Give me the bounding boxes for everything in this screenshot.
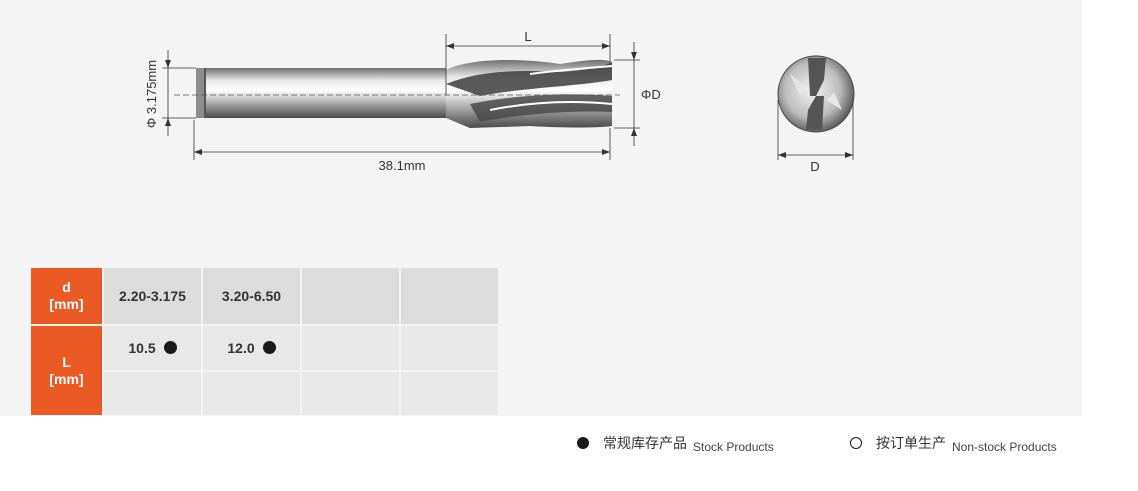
l-value: 10.5 bbox=[128, 340, 156, 356]
overall-dimension: 38.1mm bbox=[193, 120, 611, 173]
legend-nonstock-en: Non-stock Products bbox=[952, 440, 1057, 454]
length-label: L bbox=[524, 29, 531, 44]
stock-dot-icon bbox=[163, 341, 177, 354]
l-value-cell bbox=[399, 324, 498, 370]
d-range-cell: 2.20-3.175 bbox=[102, 268, 201, 324]
l-header-unit: [mm] bbox=[49, 370, 84, 387]
empty-cell bbox=[201, 370, 300, 415]
d-range-cell bbox=[300, 268, 399, 324]
d-header-unit: [mm] bbox=[49, 296, 84, 312]
l-value-cell: 10.5 bbox=[102, 324, 201, 370]
open-circle-icon bbox=[850, 437, 862, 449]
overall-label: 38.1mm bbox=[379, 158, 426, 173]
empty-cell bbox=[300, 370, 399, 415]
end-view: D bbox=[777, 55, 855, 174]
legend-nonstock-cn: 按订单生产 bbox=[876, 435, 946, 451]
diameter-dimension: ΦD bbox=[614, 42, 661, 146]
tool-drawing: L ΦD Φ 3.175mm 38.1mm bbox=[144, 29, 855, 174]
d-range-cell bbox=[399, 268, 498, 324]
empty-cell bbox=[102, 370, 201, 415]
legend-stock: 常规库存产品 Stock Products bbox=[577, 433, 774, 454]
d-range-cell: 3.20-6.50 bbox=[201, 268, 300, 324]
legend-stock-en: Stock Products bbox=[693, 440, 774, 454]
l-header: L [mm] bbox=[31, 324, 102, 415]
shank-dimension: Φ 3.175mm bbox=[144, 50, 196, 136]
shank-label: Φ 3.175mm bbox=[144, 60, 159, 128]
drill-flutes bbox=[446, 59, 613, 129]
drill-shank bbox=[196, 68, 446, 118]
l-value-cell: 12.0 bbox=[201, 324, 300, 370]
stock-dot-icon bbox=[262, 341, 276, 354]
legend-nonstock: 按订单生产 Non-stock Products bbox=[850, 433, 1057, 454]
diameter-label: ΦD bbox=[641, 87, 661, 102]
l-value: 12.0 bbox=[227, 340, 255, 356]
filled-circle-icon bbox=[577, 437, 589, 449]
d-header: d [mm] bbox=[31, 268, 102, 324]
d-header-symbol: d bbox=[62, 279, 71, 295]
l-value-cell bbox=[300, 324, 399, 370]
l-header-symbol: L bbox=[62, 353, 71, 370]
spec-table: d [mm] 2.20-3.175 3.20-6.50 L [mm] 10.5 … bbox=[31, 268, 498, 415]
empty-cell bbox=[399, 370, 498, 415]
legend-stock-cn: 常规库存产品 bbox=[603, 435, 687, 451]
length-dimension: L bbox=[445, 29, 611, 95]
end-view-label: D bbox=[810, 159, 819, 174]
